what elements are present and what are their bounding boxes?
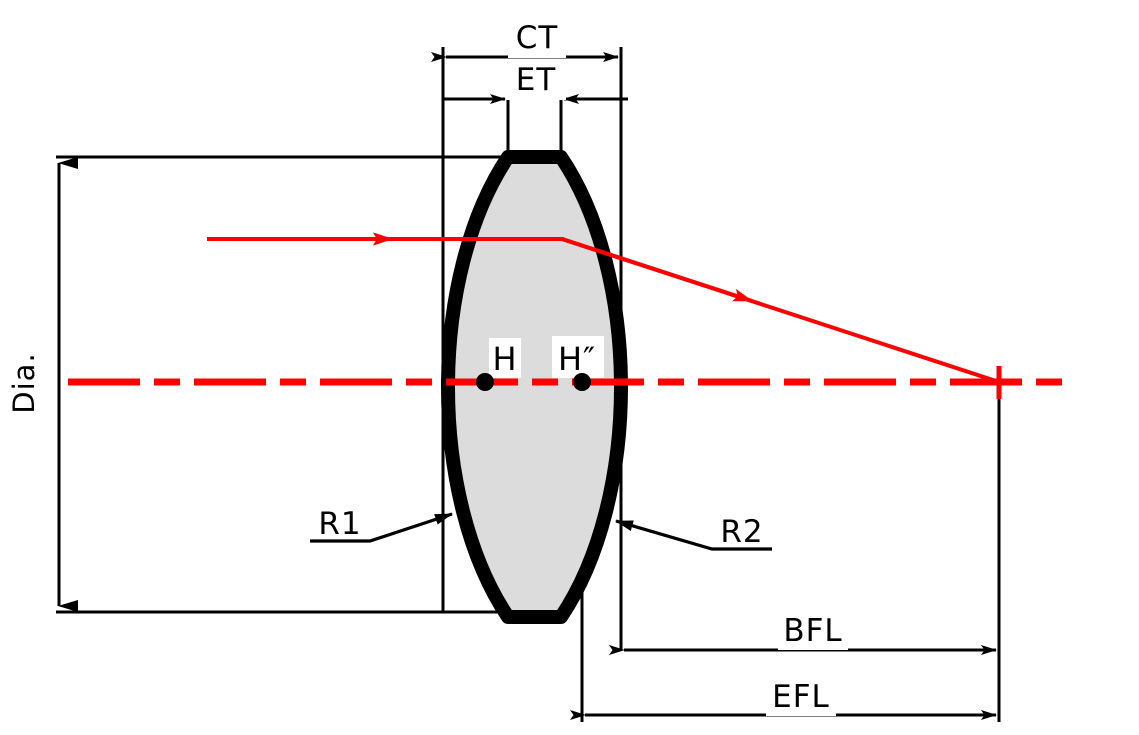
h-prime-point-marker [573,373,591,391]
dia-label-bg [18,340,50,426]
bfl-label: BFL [783,613,842,649]
dimension-edge-thickness: ET [443,62,628,104]
bfl-label-bg [778,614,848,650]
h-prime-label: H″ [558,340,596,378]
r1-label: R1 [318,506,361,542]
h-point-marker [476,373,494,391]
lens-element [441,150,628,624]
callout-r2: R2 [615,514,772,551]
et-label: ET [516,62,557,98]
outgoing-ray-arrow-seg [561,237,753,303]
dimension-back-focal-length: BFL [609,613,997,655]
efl-label-bg [766,680,836,716]
dimension-center-thickness: CT [431,20,619,62]
dimension-effective-focal-length: EFL [570,679,997,720]
lens-biconvex-shape [441,150,628,624]
dia-label: Dia. [7,352,41,413]
principal-points: H H″ [476,336,604,391]
ray-trace [207,232,1002,399]
et-label-bg [506,66,566,100]
ct-label-bg [508,24,566,58]
callout-r1: R1 [310,506,453,543]
h-label-bg [489,338,521,378]
ct-label: CT [516,20,559,56]
h-prime-label-bg [552,336,604,378]
dimension-diameter: Dia. [7,157,78,612]
r2-label: R2 [720,514,763,550]
h-label: H [492,340,517,378]
efl-label: EFL [772,679,830,715]
